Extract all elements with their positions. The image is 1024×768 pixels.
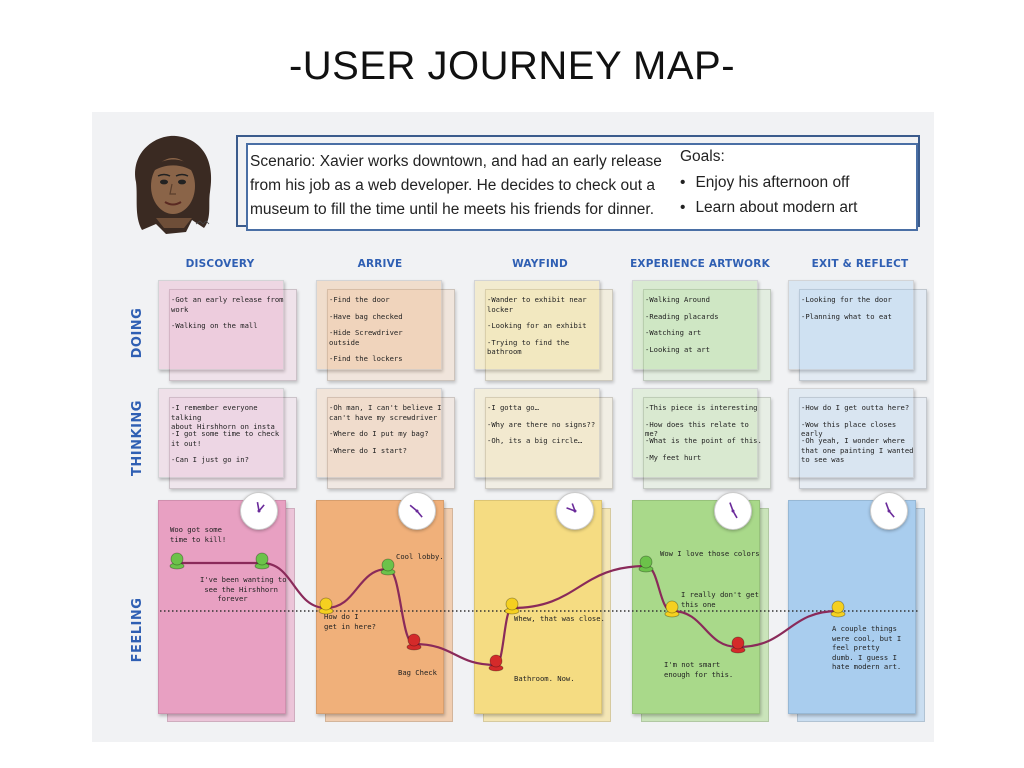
thinking-card: -How do I get outta here? -Wow this place… — [788, 388, 927, 489]
doing-card: -Got an early release from work -Walking … — [158, 280, 297, 381]
doing-card: -Find the door -Have bag checked -Hide Scr… — [316, 280, 455, 381]
doing-note: -Looking at art — [645, 344, 710, 354]
goal-item: Learn about modern art — [680, 199, 857, 217]
card-face — [789, 281, 913, 369]
clock-icon — [870, 492, 908, 530]
feeling-note: Bag Check — [398, 668, 437, 677]
card-shadow-sheet — [327, 397, 455, 489]
card-face — [317, 389, 441, 477]
card-face — [633, 389, 757, 477]
card-shadow-sheet — [799, 289, 927, 381]
card-shadow-sheet — [485, 289, 613, 381]
feeling-note: Bathroom. Now. — [514, 674, 575, 683]
card-face — [317, 281, 441, 369]
doing-note: -Find the door — [329, 295, 390, 304]
thinking-note: -I gotta go… — [487, 403, 539, 412]
doing-note: -Looking for the door — [801, 295, 892, 304]
feeling-column-arrive — [316, 500, 444, 714]
stage-wayfind: WAYFIND — [512, 258, 568, 270]
card-face — [159, 281, 283, 369]
card-face — [789, 389, 913, 477]
thinking-note: -Can I just go in? — [171, 455, 249, 464]
row-label-feeling: FEELING — [130, 597, 145, 663]
card-shadow-sheet — [643, 289, 771, 381]
thinking-note: -I remember everyone talking about Hirsh… — [171, 403, 275, 431]
page-title: -USER JOURNEY MAP- — [288, 44, 736, 88]
stage-experience-artwork: EXPERIENCE ARTWORK — [630, 258, 770, 270]
thinking-card: -I remember everyone talking about Hirsh… — [158, 388, 297, 489]
doing-note: -Watching art — [645, 328, 702, 337]
feeling-note: Cool lobby. — [396, 552, 444, 561]
feeling-note: Wow I love those colors — [660, 549, 760, 558]
card-shadow-sheet — [327, 289, 455, 381]
card-face — [475, 389, 599, 477]
doing-note: -Wander to exhibit near locker — [487, 295, 587, 314]
doing-note: -Trying to find the bathroom — [487, 337, 570, 357]
clock-icon — [714, 492, 752, 530]
thinking-note: -Oh man, I can't believe I can't have my… — [329, 403, 442, 422]
thinking-note: -How does this relate to me? — [645, 419, 754, 439]
scenario-line: from his job as a web developer. He deci… — [250, 177, 655, 194]
thinking-card: -This piece is interesting -How does this… — [632, 388, 771, 489]
feeling-column-exit — [788, 500, 916, 714]
feeling-note: A couple things were cool, but I feel pr… — [832, 624, 902, 671]
thinking-note: -My feet hurt — [645, 452, 702, 462]
thinking-note: -This piece is interesting — [645, 403, 758, 412]
feeling-note: How do I get in here? — [324, 612, 376, 631]
thinking-card: -Oh man, I can't believe I can't have my… — [316, 388, 455, 489]
clock-icon — [398, 492, 436, 530]
scenario-text: Scenario: Xavier works downtown, and had… — [250, 150, 670, 222]
card-face — [159, 389, 283, 477]
doing-note: -Walking on the mall — [171, 321, 258, 330]
doing-note: -Looking for an exhibit — [487, 321, 587, 330]
stage-discovery: DISCOVERY — [185, 258, 255, 270]
doing-note: -Find the lockers — [329, 354, 403, 363]
feeling-note: I'm not smart enough for this. — [664, 660, 734, 679]
row-label-thinking: THINKING — [130, 400, 145, 476]
clock-icon — [240, 492, 278, 530]
thinking-note: -Oh yeah, I wonder where that one painti… — [801, 436, 914, 464]
feeling-note: Woo got some time to kill! — [170, 525, 227, 544]
doing-card: -Walking Around -Reading placards -Watchin… — [632, 280, 771, 381]
feeling-note: I've been wanting to see the Hirshhorn f… — [200, 575, 287, 603]
doing-card: -Looking for the door -Planning what to e… — [788, 280, 927, 381]
doing-note: -Have bag checked — [329, 311, 403, 321]
doing-note: -Planning what to eat — [801, 311, 892, 321]
doing-note: -Walking Around — [645, 295, 710, 304]
card-shadow-sheet — [799, 397, 927, 489]
thinking-note: -Wow this place closes early — [801, 419, 901, 439]
thinking-note: -Where do I start? — [329, 445, 407, 455]
stage-exit-reflect: EXIT & REFLECT — [811, 258, 909, 270]
thinking-note: -What is the point of this. — [645, 436, 762, 445]
feeling-note: I really don't get this one — [681, 590, 759, 609]
doing-card: -Wander to exhibit near locker -Looking f… — [474, 280, 613, 381]
thinking-note: -How do I get outta here? — [801, 403, 910, 412]
thinking-note: -Oh, its a big circle… — [487, 436, 583, 445]
persona-avatar — [135, 135, 212, 234]
thinking-card: -I gotta go… -Why are there no signs?? -Oh… — [474, 388, 613, 489]
goals-title: Goals: — [680, 148, 725, 165]
card-face — [475, 281, 599, 369]
scenario-line: museum to fill the time until he meets h… — [250, 201, 655, 218]
thinking-note: -Where do I put my bag? — [329, 429, 429, 438]
doing-note: -Got an early release from work — [171, 295, 284, 314]
card-shadow-sheet — [169, 289, 297, 381]
thinking-note: -I got some time to check it out! — [171, 429, 280, 448]
stage-arrive: ARRIVE — [357, 258, 403, 270]
scenario-line: Scenario: Xavier works downtown, and had… — [250, 153, 662, 170]
doing-note: -Reading placards — [645, 311, 719, 321]
row-label-doing: DOING — [130, 307, 145, 359]
goal-item: Enjoy his afternoon off — [680, 174, 849, 192]
thinking-note: -Why are there no signs?? — [487, 419, 596, 429]
card-shadow-sheet — [643, 397, 771, 489]
card-shadow-sheet — [485, 397, 613, 489]
doing-note: -Hide Screwdriver outside — [329, 328, 403, 347]
clock-icon — [556, 492, 594, 530]
card-shadow-sheet — [169, 397, 297, 489]
card-face — [633, 281, 757, 369]
feeling-note: Whew, that was close. — [514, 614, 605, 623]
